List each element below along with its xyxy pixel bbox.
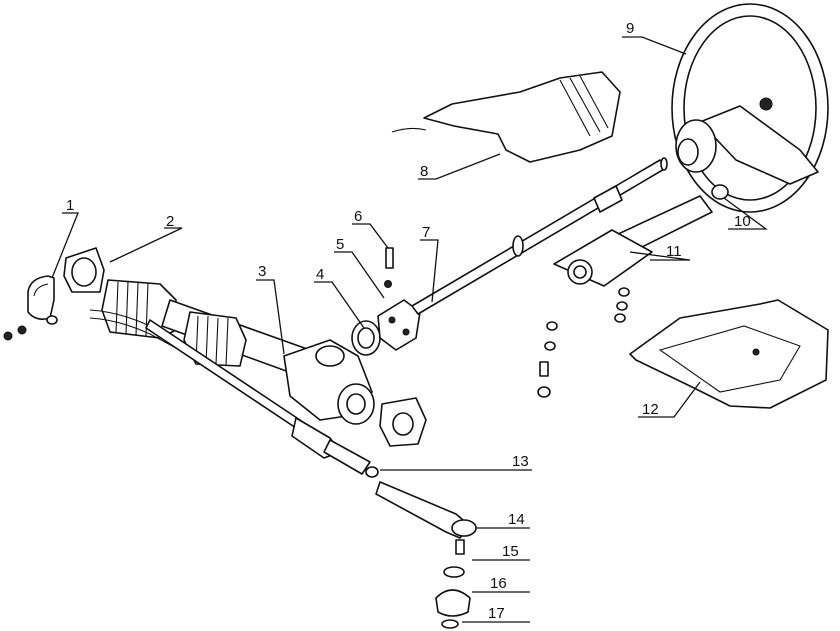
callout-2: 2 <box>166 213 174 230</box>
callout-7: 7 <box>422 224 430 241</box>
callout-15: 15 <box>502 543 519 560</box>
callout-3: 3 <box>258 263 266 280</box>
part-steering-shaft <box>411 157 668 315</box>
part-clamp <box>3 275 58 341</box>
part-lower-shroud <box>629 299 829 409</box>
callout-14: 14 <box>508 511 525 528</box>
callout-5: 5 <box>336 236 344 253</box>
callout-11: 11 <box>666 243 682 260</box>
part-coupling <box>377 247 421 351</box>
part-nut <box>711 184 729 200</box>
part-bushing <box>63 247 105 293</box>
part-seal-ring <box>351 320 381 356</box>
part-upper-shroud <box>391 71 621 163</box>
callout-16: 16 <box>490 575 507 592</box>
callout-4: 4 <box>316 266 324 283</box>
callout-8: 8 <box>420 163 428 180</box>
callout-6: 6 <box>354 208 362 225</box>
callout-13: 13 <box>512 453 529 470</box>
callout-10: 10 <box>734 213 751 230</box>
part-rack-housing <box>89 279 427 447</box>
callout-12: 12 <box>642 401 659 418</box>
part-tie-rod <box>145 319 477 629</box>
callout-1: 1 <box>66 197 74 214</box>
part-column-bracket <box>537 195 713 398</box>
leader-lines <box>51 36 768 623</box>
part-steering-wheel <box>671 3 829 213</box>
callout-17: 17 <box>488 605 505 622</box>
callout-9: 9 <box>626 20 634 37</box>
